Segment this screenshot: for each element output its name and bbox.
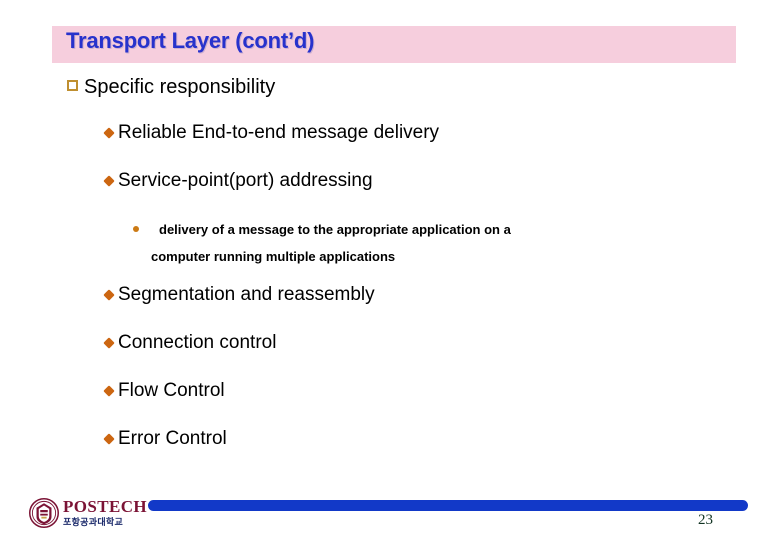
bullet-level3-line2: computer running multiple applications [151,249,396,264]
bullet-level2-service-point-addressing: Service-point(port) addressing [0,168,780,193]
diamond-bullet-icon [103,385,115,397]
hollow-square-bullet-icon [67,80,78,91]
page-title: Transport Layer (cont’d) [66,28,315,53]
slide-body: Specific responsibility Reliable End-to-… [0,74,780,474]
postech-name: POSTECH [63,497,148,516]
bullet-level2-error-control: Error Control [0,426,780,451]
bullet-level2-label: Error Control [118,428,227,449]
bullet-level3-line1: delivery of a message to the appropriate… [159,222,511,237]
bullet-level2-label: Flow Control [118,380,225,401]
bullet-level2-label: Segmentation and reassembly [118,284,375,305]
postech-logo: POSTECH 포항공과대학교 [29,492,147,534]
bullet-level2-reliable-delivery: Reliable End-to-end message delivery [0,120,780,145]
bullet-level2-label: Reliable End-to-end message delivery [118,122,440,143]
footer-accent-bar [148,500,748,511]
postech-emblem-icon [29,498,59,528]
bullet-level2-flow-control: Flow Control [0,378,780,403]
bullet-level3-delivery-detail: delivery of a message to the appropriate… [0,216,780,270]
diamond-bullet-icon [103,337,115,349]
bullet-level2-connection-control: Connection control [0,330,780,355]
diamond-bullet-icon [103,289,115,301]
bullet-level2-segmentation-reassembly: Segmentation and reassembly [0,282,780,307]
postech-wordmark: POSTECH 포항공과대학교 [63,498,147,528]
filled-circle-bullet-icon [133,226,139,232]
page-number: 23 [698,512,713,528]
title-banner [52,26,736,63]
bullet-level2-label: Connection control [118,332,277,353]
diamond-bullet-icon [103,175,115,187]
bullet-level1-specific-responsibility: Specific responsibility [0,74,780,100]
bullet-level1-label: Specific responsibility [84,76,276,98]
bullet-level2-label: Service-point(port) addressing [118,170,373,191]
diamond-bullet-icon [103,433,115,445]
postech-korean-subtitle: 포항공과대학교 [63,517,124,527]
diamond-bullet-icon [103,127,115,139]
